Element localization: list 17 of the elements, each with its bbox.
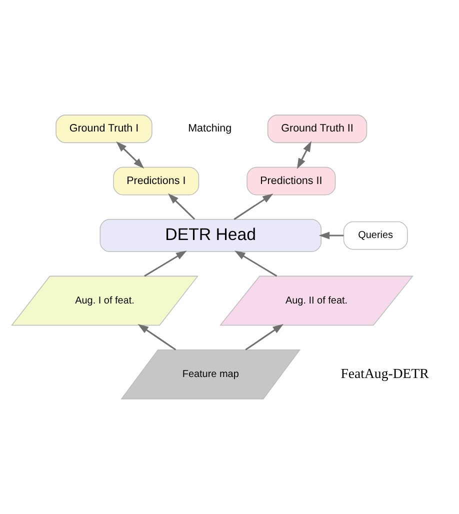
node-box: Predictions I — [113, 166, 200, 196]
node-box: Predictions II — [246, 166, 336, 196]
arrow — [234, 194, 274, 220]
arrow — [245, 324, 284, 350]
node-box: Ground Truth II — [267, 114, 368, 144]
node-box: DETR Head — [100, 219, 322, 252]
arrow — [234, 250, 278, 277]
node-box: Queries — [343, 221, 408, 250]
arrow — [318, 232, 344, 240]
arrow — [168, 193, 196, 220]
node-box: Ground Truth I — [56, 114, 152, 144]
label: FeatAug-DETR — [340, 366, 429, 381]
arrow — [116, 141, 144, 169]
arrow — [296, 140, 312, 170]
arrow — [144, 250, 187, 277]
label: Matching — [188, 122, 232, 135]
arrow — [138, 324, 176, 350]
